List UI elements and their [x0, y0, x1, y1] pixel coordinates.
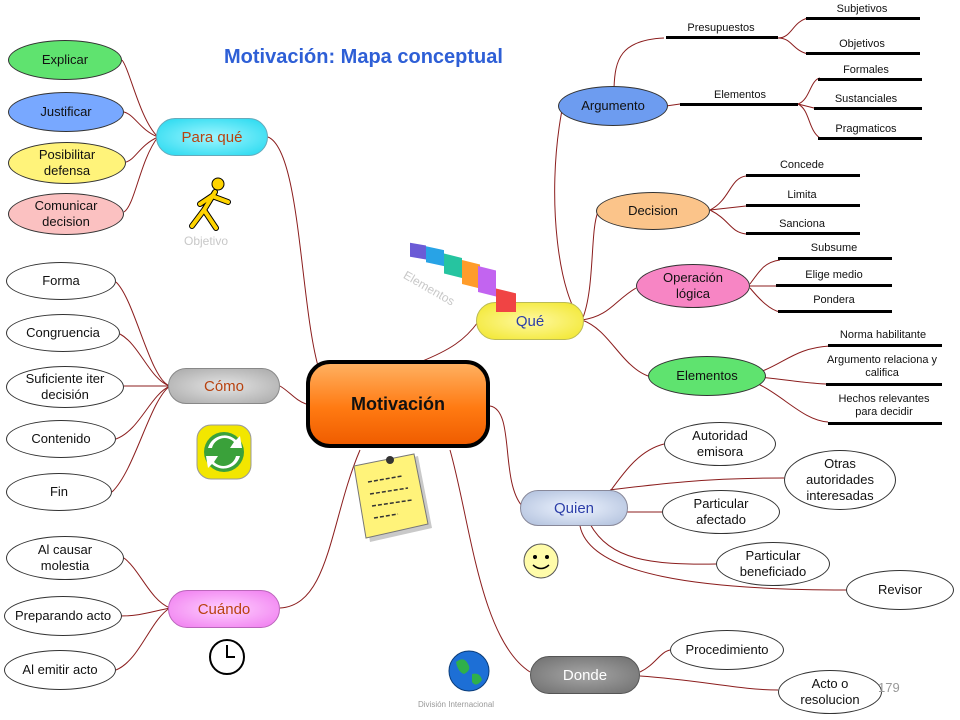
central-node: Motivación	[306, 360, 490, 448]
node-al-emitir: Al emitir acto	[4, 650, 116, 690]
link-que	[419, 321, 479, 363]
node-elementos: Elementos	[648, 356, 766, 396]
elements-blocks-icon	[410, 242, 516, 312]
node-preparando: Preparando acto	[4, 596, 122, 636]
hub-quien: Quien	[520, 490, 628, 526]
node-posibilitar: Posibilitar defensa	[8, 142, 126, 184]
bar-sustanciales	[814, 107, 922, 110]
node-autoridad-emisora: Autoridad emisora	[664, 422, 776, 466]
smiley-icon	[523, 543, 559, 579]
bar-sanciona	[746, 232, 860, 235]
bar-concede	[746, 174, 860, 177]
clock-icon	[209, 639, 245, 675]
label-limita: Limita	[787, 189, 817, 201]
label-argumento-relaciona: Argumento relaciona y califica	[826, 354, 938, 379]
label-subjetivos: Subjetivos	[836, 3, 888, 15]
label-objetivos: Objetivos	[839, 38, 885, 50]
node-particular-beneficiado: Particular beneficiado	[716, 542, 830, 586]
node-decision: Decision	[596, 192, 710, 230]
bar-formales	[818, 78, 922, 81]
caption-objetivo: Objetivo	[184, 234, 229, 248]
recycle-icon	[196, 424, 252, 480]
bar-subsume	[778, 257, 892, 260]
hub-cuando: Cuándo	[168, 590, 280, 628]
link-como	[279, 385, 307, 405]
node-otras-autoridades: Otras autoridades interesadas	[784, 450, 896, 510]
label-formales: Formales	[843, 64, 889, 76]
bar-pragmaticos	[818, 137, 922, 140]
bar-hechos-relevantes	[828, 422, 942, 425]
node-revisor: Revisor	[846, 570, 954, 610]
hub-para-que: Para qué	[156, 118, 268, 156]
label-presupuestos: Presupuestos	[687, 22, 755, 34]
node-suficiente: Suficiente iter decisión	[6, 366, 124, 408]
hub-donde: Donde	[530, 656, 640, 694]
bar-subjetivos	[806, 17, 920, 20]
bar-norma-habilitante	[828, 344, 942, 347]
bar-pondera	[778, 310, 892, 313]
globe-icon	[448, 650, 490, 692]
label-concede: Concede	[779, 159, 825, 171]
bar-elementos-arg	[680, 103, 798, 106]
bar-argumento-relaciona	[826, 383, 942, 386]
bar-objetivos	[806, 52, 920, 55]
hub-como: Cómo	[168, 368, 280, 404]
node-al-causar: Al causar molestia	[6, 536, 124, 580]
label-elementos-arg: Elementos	[714, 89, 766, 101]
node-acto-resolucion: Acto o resolucion	[778, 670, 882, 714]
sticky-note-icon	[353, 453, 432, 542]
label-hechos-relevantes: Hechos relevantes para decidir	[838, 393, 930, 418]
node-comunicar: Comunicar decision	[8, 193, 124, 235]
node-contenido: Contenido	[6, 420, 116, 458]
label-pondera: Pondera	[813, 294, 855, 306]
node-explicar: Explicar	[8, 40, 122, 80]
label-sustanciales: Sustanciales	[834, 93, 898, 105]
hub-que: Qué	[476, 302, 584, 340]
node-forma: Forma	[6, 262, 116, 300]
link-quien	[489, 405, 523, 507]
page-title: Motivación: Mapa conceptual	[224, 46, 503, 68]
link-paraque	[267, 136, 319, 367]
bar-elige-medio	[776, 284, 892, 287]
node-justificar: Justificar	[8, 92, 124, 132]
page-number: 179	[878, 680, 900, 695]
node-argumento: Argumento	[558, 86, 668, 126]
bar-limita	[746, 204, 860, 207]
label-pragmaticos: Pragmaticos	[835, 123, 897, 135]
label-elige-medio: Elige medio	[805, 269, 863, 281]
link-cuando	[279, 449, 361, 609]
label-norma-habilitante: Norma habilitante	[839, 329, 927, 341]
bar-presupuestos	[666, 36, 778, 39]
node-operacion-logica: Operación lógica	[636, 264, 750, 308]
node-congruencia: Congruencia	[6, 314, 120, 352]
footer-text: División Internacional	[418, 700, 495, 709]
label-sanciona: Sanciona	[779, 218, 825, 230]
label-subsume: Subsume	[810, 242, 858, 254]
running-figure-icon	[189, 177, 231, 231]
node-procedimiento: Procedimiento	[670, 630, 784, 670]
node-particular-afectado: Particular afectado	[662, 490, 780, 534]
node-fin: Fin	[6, 473, 112, 511]
link-donde	[449, 449, 531, 673]
